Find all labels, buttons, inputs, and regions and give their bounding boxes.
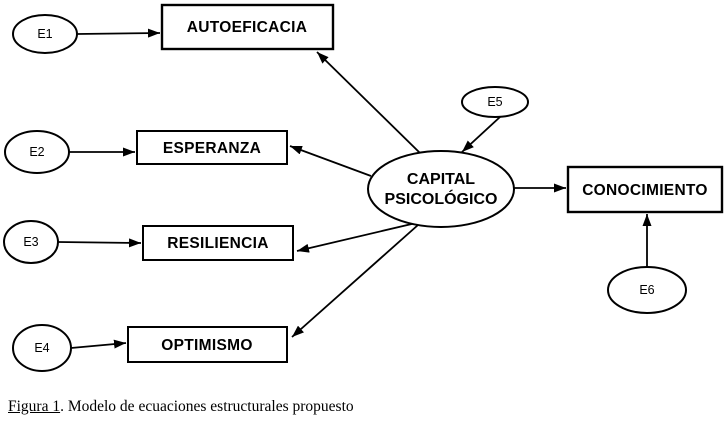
latent-capital-psicologico-label-line1: CAPITAL bbox=[407, 171, 475, 188]
construct-autoeficacia-label: AUTOEFICACIA bbox=[187, 19, 307, 36]
error-term-e1-label: E1 bbox=[37, 27, 52, 41]
error-term-e3: E3 bbox=[3, 220, 59, 264]
construct-esperanza-label: ESPERANZA bbox=[163, 140, 261, 157]
construct-esperanza: ESPERANZA bbox=[136, 130, 288, 165]
error-term-e6-ellipse bbox=[607, 266, 687, 314]
error-term-e4-ellipse bbox=[12, 324, 72, 372]
construct-conocimiento-label: CONOCIMIENTO bbox=[582, 182, 708, 199]
construct-optimismo-box bbox=[127, 326, 288, 363]
sem-diagram: E1 E2 E3 E4 E5 E6 CAPITAL PSICOLÓGICO bbox=[3, 3, 724, 372]
construct-autoeficacia-box bbox=[160, 3, 335, 51]
error-term-e3-label: E3 bbox=[23, 235, 38, 249]
error-term-e1-ellipse bbox=[12, 14, 78, 54]
arrow-capital-to-autoeficacia bbox=[316, 51, 421, 154]
construct-optimismo: OPTIMISMO bbox=[127, 326, 288, 363]
arrow-e4-to-optimismo bbox=[70, 339, 127, 349]
error-term-e5-label: E5 bbox=[487, 95, 502, 109]
arrow-capital-to-optimismo bbox=[291, 224, 419, 338]
error-term-e4-label: E4 bbox=[34, 341, 49, 355]
latent-capital-psicologico-label-line2: PSICOLÓGICO bbox=[385, 189, 498, 208]
error-term-e2: E2 bbox=[4, 130, 70, 174]
arrow-capital-to-resiliencia bbox=[296, 222, 417, 253]
construct-conocimiento-box bbox=[566, 165, 724, 214]
construct-esperanza-box bbox=[136, 130, 288, 165]
figure-caption-text: . Modelo de ecuaciones estructurales pro… bbox=[60, 398, 354, 415]
arrow-e5-to-capital-psicologico bbox=[461, 116, 501, 153]
error-term-e5-ellipse bbox=[461, 86, 529, 118]
construct-optimismo-label: OPTIMISMO bbox=[161, 337, 252, 354]
arrow-e3-to-resiliencia bbox=[57, 238, 142, 248]
construct-resiliencia-box bbox=[142, 225, 294, 261]
arrow-capital-to-esperanza bbox=[289, 145, 372, 177]
construct-autoeficacia: AUTOEFICACIA bbox=[160, 3, 335, 51]
error-term-e6-label: E6 bbox=[639, 283, 654, 297]
error-term-e3-ellipse bbox=[3, 220, 59, 264]
construct-resiliencia-label: RESILIENCIA bbox=[167, 235, 268, 252]
construct-conocimiento: CONOCIMIENTO bbox=[566, 165, 724, 214]
figure-caption-label: Figura 1 bbox=[8, 398, 61, 415]
figure-caption: Figura 1. Modelo de ecuaciones estructur… bbox=[8, 398, 354, 416]
arrow-e1-to-autoeficacia bbox=[76, 28, 161, 38]
error-term-e2-label: E2 bbox=[29, 145, 44, 159]
latent-capital-psicologico: CAPITAL PSICOLÓGICO bbox=[367, 150, 515, 228]
latent-capital-psicologico-ellipse bbox=[367, 150, 515, 228]
error-term-e1: E1 bbox=[12, 14, 78, 54]
construct-resiliencia: RESILIENCIA bbox=[142, 225, 294, 261]
error-term-e5: E5 bbox=[461, 86, 529, 118]
error-term-e4: E4 bbox=[12, 324, 72, 372]
error-term-e6: E6 bbox=[607, 266, 687, 314]
error-term-e2-ellipse bbox=[4, 130, 70, 174]
